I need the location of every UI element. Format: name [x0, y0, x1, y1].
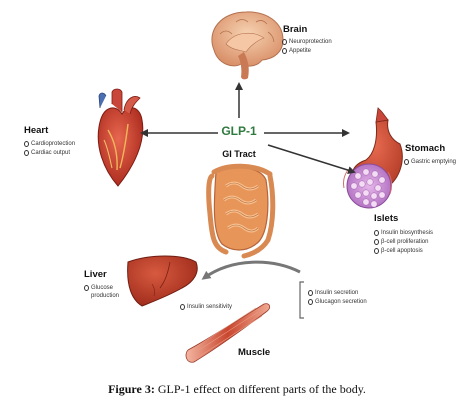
effect-item: Glucagon secretion [308, 298, 388, 306]
brain-title: Brain [283, 24, 308, 35]
caption-text: GLP-1 effect on different parts of the b… [157, 382, 366, 396]
arrow-to-liver [201, 260, 301, 280]
effect-item: Insulin biosynthesis [374, 229, 464, 237]
islet-illustration [343, 163, 393, 209]
effect-text: Cardioprotection [31, 141, 76, 147]
muscle-illustration [185, 303, 270, 363]
heart-effects: Cardioprotection Cardiac output [24, 140, 104, 158]
effect-text: Neuroprotection [289, 39, 332, 45]
liver-title: Liver [84, 269, 107, 280]
arrow-to-islets [267, 144, 356, 175]
effect-text: Insulin secretion [315, 290, 359, 296]
effect-text: Gastric emptying [411, 159, 457, 165]
ring-icon [282, 39, 287, 45]
ring-icon [84, 285, 89, 291]
heart-illustration [97, 88, 144, 187]
ring-icon [404, 159, 409, 165]
ring-icon [24, 150, 29, 156]
muscle-title: Muscle [238, 347, 271, 358]
liver-illustration [127, 255, 198, 307]
secretion-bracket [299, 281, 304, 319]
effect-item: Gastric emptying [404, 158, 472, 166]
ring-icon [24, 141, 29, 147]
hormone-label: GLP-1 [221, 124, 257, 138]
effect-item: Glucose production [84, 284, 128, 300]
ring-icon [374, 230, 379, 236]
effect-item: Insulin sensitivity [180, 303, 260, 311]
effect-item: Appetite [282, 47, 362, 55]
effect-item: Neuroprotection [282, 38, 362, 46]
stomach-effects: Gastric emptying [404, 158, 472, 167]
liver-effects: Glucose production [84, 284, 128, 301]
effect-item: Cardioprotection [24, 140, 104, 148]
effect-text: Glucagon secretion [315, 299, 367, 305]
ring-icon [374, 239, 379, 245]
effect-text: β-cell proliferation [381, 239, 429, 245]
effect-text: Insulin biosynthesis [381, 230, 434, 236]
ring-icon [282, 48, 287, 54]
intestine-illustration [206, 163, 276, 259]
effect-item: β-cell proliferation [374, 238, 464, 246]
effect-text: Cardiac output [31, 150, 71, 156]
effect-item: Insulin secretion [308, 289, 388, 297]
secretion-effects: Insulin secretion Glucagon secretion [308, 289, 388, 307]
figure-caption: Figure 3: GLP-1 effect on different part… [0, 382, 474, 397]
ring-icon [308, 299, 313, 305]
arrows [140, 82, 356, 280]
effect-text: β-cell apoptosis [381, 248, 423, 254]
peripheral-effects: Insulin sensitivity [180, 303, 260, 312]
effect-item: β-cell apoptosis [374, 247, 464, 255]
effect-text: Insulin sensitivity [187, 304, 233, 310]
effect-text: Glucose production [91, 285, 120, 299]
stomach-title: Stomach [405, 143, 446, 154]
heart-title: Heart [24, 125, 49, 136]
caption-label: Figure 3: [108, 382, 155, 396]
islets-title: Islets [374, 213, 399, 224]
brain-illustration [211, 11, 284, 80]
ring-icon [180, 304, 185, 310]
effect-item: Cardiac output [24, 149, 104, 157]
islets-effects: Insulin biosynthesis β-cell proliferatio… [374, 229, 464, 256]
ring-icon [308, 290, 313, 296]
brain-effects: Neuroprotection Appetite [282, 38, 362, 56]
effect-text: Appetite [289, 48, 312, 54]
source-label: GI Tract [222, 149, 256, 159]
ring-icon [374, 248, 379, 254]
